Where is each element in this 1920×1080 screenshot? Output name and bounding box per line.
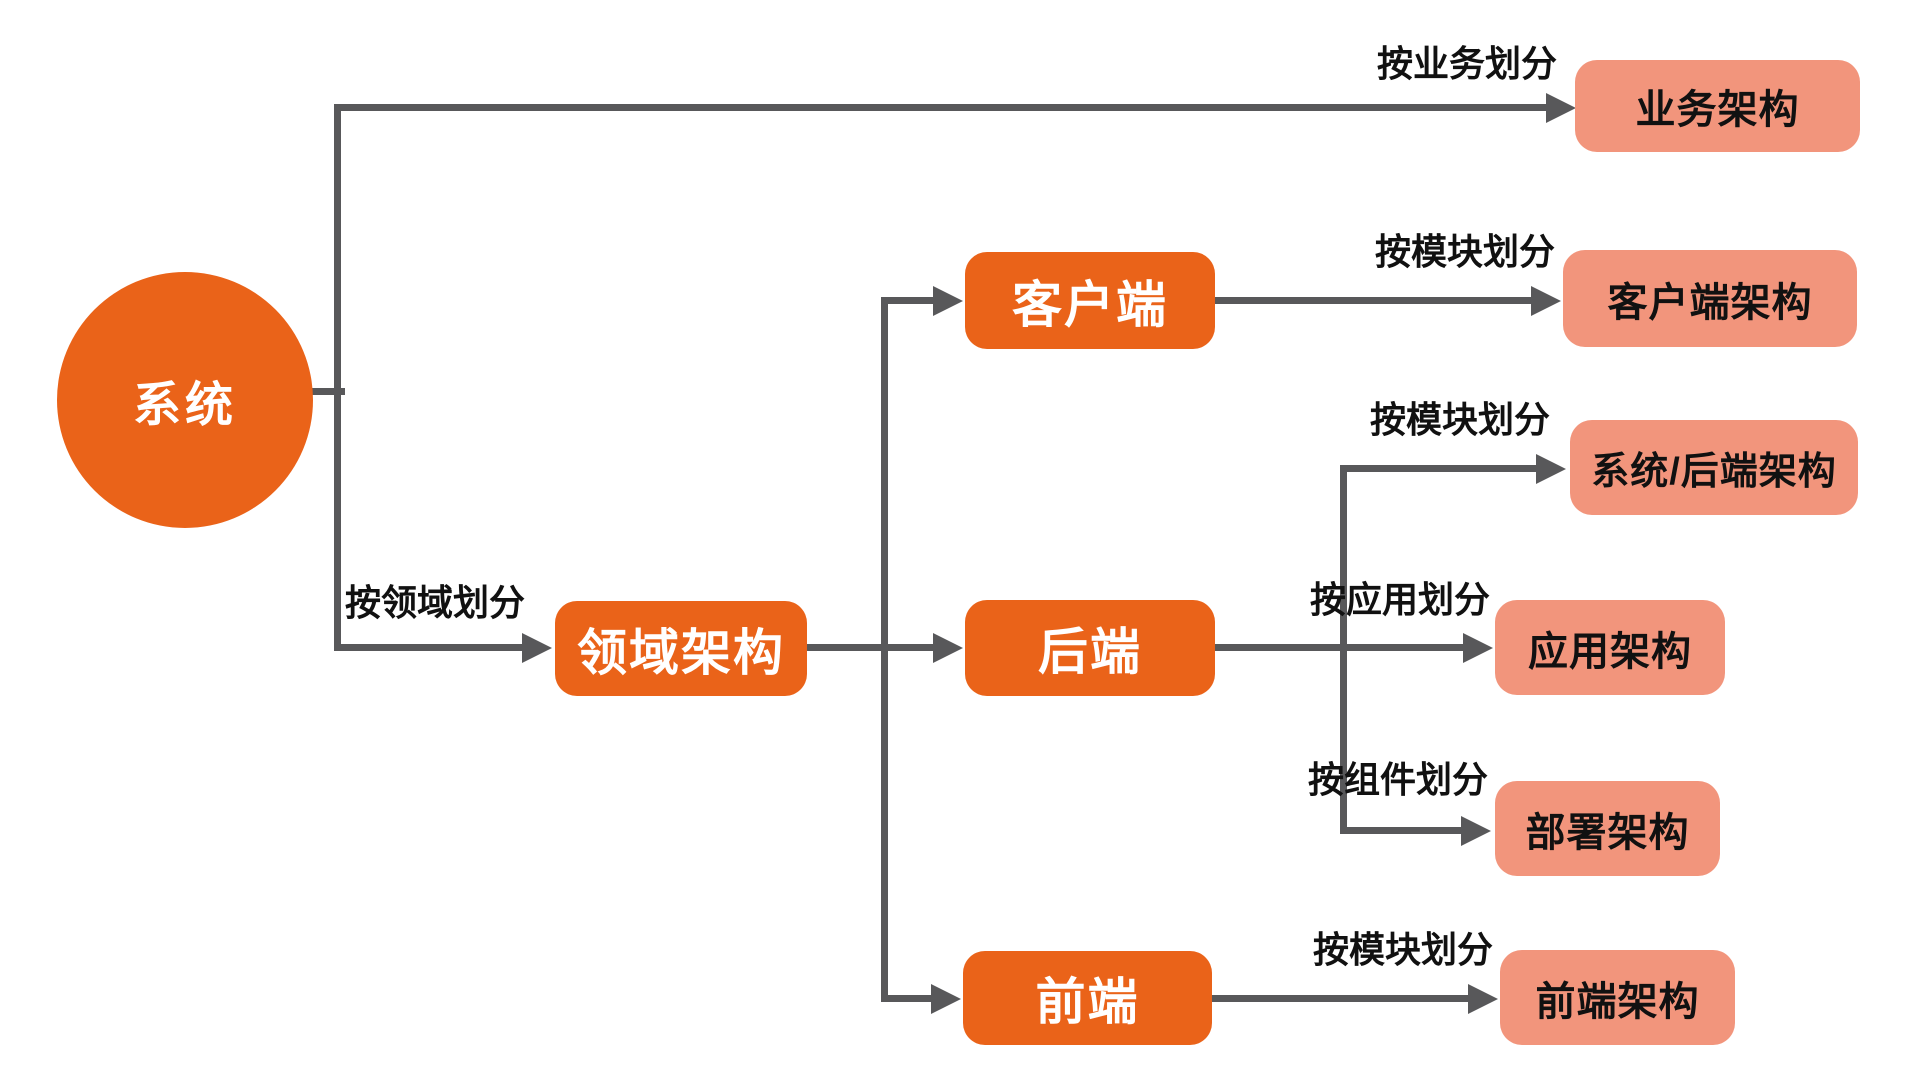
edge-system-trunk-connector [300,388,345,395]
edge-frontend-to-frontendarch-line [1212,995,1468,1002]
edge-label-by-component: 按组件划分 [1307,759,1488,800]
node-deploy-arch: 部署架构 [1495,781,1720,876]
edge-backend-to-deployarch-arrowhead [1461,816,1491,846]
edge-system-to-domain-line [334,644,524,651]
edge-system-to-business-arrowhead [1546,93,1576,123]
node-system-backend-arch: 系统/后端架构 [1570,420,1858,515]
edge-trunk-to-client-line [881,297,935,304]
node-app-arch: 应用架构 [1495,600,1725,695]
edge-client-to-clientarch-arrowhead [1531,286,1561,316]
edge-backend-to-sysarch-arrowhead [1536,454,1566,484]
edge-backend-to-deployarch-line [1340,827,1463,834]
node-domain-arch: 领域架构 [555,601,807,696]
node-client-arch: 客户端架构 [1563,250,1857,347]
edge-domain-to-backend-line [807,644,935,651]
edge-label-by-module-backend: 按模块划分 [1369,399,1550,440]
edge-label-by-module-frontend: 按模块划分 [1312,929,1493,970]
edge-client-to-clientarch-line [1215,297,1533,304]
node-client: 客户端 [965,252,1215,349]
edge-system-to-domain-arrowhead [522,633,552,663]
edge-label-by-business: 按业务划分 [1376,43,1557,84]
edge-trunk-to-frontend-line [881,995,933,1002]
edge-domain-trunk-vertical [881,297,888,1002]
edge-domain-to-backend-arrowhead [933,633,963,663]
edge-system-trunk-vertical [334,104,341,651]
node-business-arch: 业务架构 [1575,60,1860,152]
node-frontend: 前端 [963,951,1212,1045]
edge-system-to-business-line [334,104,1546,111]
edge-backend-to-sysarch-line [1340,465,1536,472]
edge-backend-trunk-vertical [1340,465,1347,834]
edge-label-by-module-client: 按模块划分 [1374,231,1555,272]
edge-frontend-to-frontendarch-arrowhead [1468,984,1498,1014]
node-system: 系统 [57,272,313,528]
edge-label-by-domain: 按领域划分 [345,582,526,623]
edge-trunk-to-frontend-arrowhead [931,984,961,1014]
edge-trunk-to-client-arrowhead [933,286,963,316]
node-frontend-arch: 前端架构 [1500,950,1735,1045]
edge-backend-to-apparch-arrowhead [1463,633,1493,663]
edge-label-by-app: 按应用划分 [1309,579,1490,620]
node-backend: 后端 [965,600,1215,696]
